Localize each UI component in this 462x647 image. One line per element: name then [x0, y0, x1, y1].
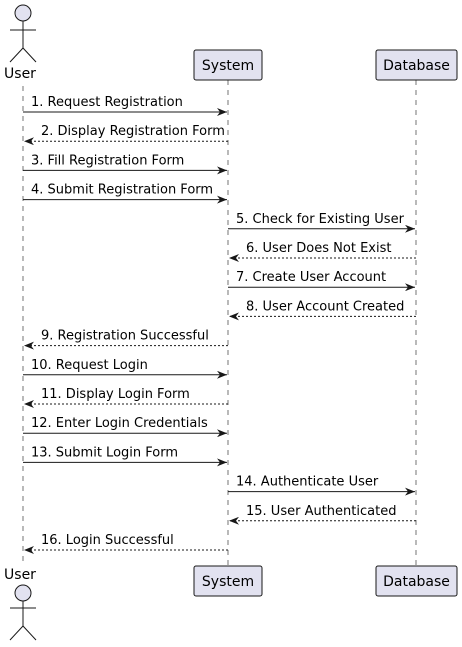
message-16: 16. Login Successful	[24, 533, 228, 554]
message-13: 13. Submit Login Form	[23, 445, 227, 467]
participant-label: System	[202, 58, 254, 74]
message-12: 12. Enter Login Credentials	[23, 416, 227, 438]
message-10: 10. Request Login	[23, 358, 227, 379]
message-label: 10. Request Login	[31, 358, 148, 373]
message-3: 3. Fill Registration Form	[23, 153, 227, 175]
message-label: 8. User Account Created	[246, 299, 404, 314]
message-7: 7. Create User Account	[228, 270, 415, 292]
message-6: 6. User Does Not Exist	[229, 241, 416, 262]
actor-user-bottom: User	[4, 567, 37, 641]
actor-label: User	[4, 567, 36, 583]
actor-icon	[9, 4, 37, 63]
participant-system-top: System	[193, 49, 263, 81]
participant-label: System	[202, 574, 254, 590]
message-label: 15. User Authenticated	[246, 504, 396, 519]
participant-database-bottom: Database	[375, 565, 458, 597]
message-label: 4. Submit Registration Form	[31, 183, 213, 198]
message-8: 8. User Account Created	[229, 299, 416, 321]
actor-user-top: User	[4, 4, 37, 82]
message-label: 7. Create User Account	[236, 270, 386, 285]
message-1: 1. Request Registration	[23, 95, 227, 116]
message-14: 14. Authenticate User	[228, 475, 415, 496]
message-list: 1. Request Registration 2. Display Regist…	[23, 95, 416, 554]
message-label: 11. Display Login Form	[41, 387, 190, 402]
message-4: 4. Submit Registration Form	[23, 183, 227, 204]
message-label: 13. Submit Login Form	[31, 445, 178, 460]
participant-database-top: Database	[375, 49, 458, 81]
message-2: 2. Display Registration Form	[24, 124, 228, 146]
actor-icon	[9, 584, 37, 641]
actor-label: User	[4, 66, 36, 82]
participant-label: Database	[383, 58, 450, 74]
message-5: 5. Check for Existing User	[228, 212, 415, 233]
message-15: 15. User Authenticated	[229, 504, 416, 525]
message-label: 9. Registration Successful	[41, 329, 209, 344]
participant-box	[375, 565, 458, 597]
message-label: 16. Login Successful	[41, 533, 174, 548]
message-9: 9. Registration Successful	[24, 329, 228, 350]
message-label: 6. User Does Not Exist	[246, 241, 391, 256]
message-label: 5. Check for Existing User	[236, 212, 405, 227]
message-label: 2. Display Registration Form	[41, 124, 225, 139]
participant-box	[375, 49, 458, 81]
participant-system-bottom: System	[193, 565, 263, 597]
message-label: 12. Enter Login Credentials	[31, 416, 208, 431]
participant-box	[193, 49, 263, 81]
participant-box	[193, 565, 263, 597]
message-11: 11. Display Login Form	[24, 387, 228, 408]
message-label: 3. Fill Registration Form	[31, 153, 184, 168]
message-label: 14. Authenticate User	[236, 475, 379, 490]
participant-label: Database	[383, 574, 450, 590]
message-label: 1. Request Registration	[31, 95, 183, 110]
